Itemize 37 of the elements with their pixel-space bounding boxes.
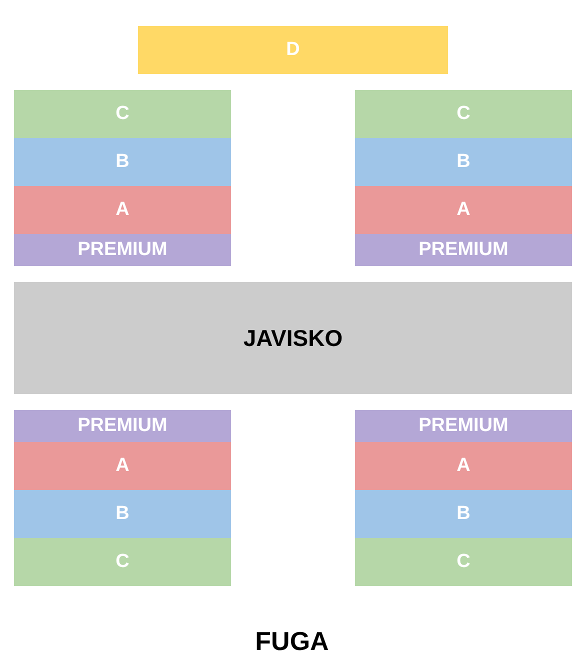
seating-section <box>355 90 572 138</box>
seating-section <box>355 138 572 186</box>
seating-section <box>14 138 231 186</box>
section-label: B <box>116 503 130 525</box>
stage-area <box>14 282 572 394</box>
seating-section <box>355 442 572 490</box>
section-label: PREMIUM <box>78 239 168 261</box>
section-label: B <box>116 151 130 173</box>
seating-section <box>14 490 231 538</box>
section-label: A <box>116 455 130 477</box>
seating-section <box>14 234 231 266</box>
section-label: A <box>456 199 470 221</box>
section-label: B <box>456 503 470 525</box>
section-label: C <box>456 103 470 125</box>
seating-section <box>355 186 572 234</box>
section-label: A <box>456 455 470 477</box>
section-label: C <box>116 103 130 125</box>
section-label: D <box>286 39 300 61</box>
seating-section <box>355 490 572 538</box>
seating-section <box>14 186 231 234</box>
section-label: PREMIUM <box>418 239 508 261</box>
section-label: PREMIUM <box>418 415 508 437</box>
section-label: A <box>116 199 130 221</box>
seating-section <box>14 538 231 586</box>
seating-section <box>138 26 448 74</box>
section-label: C <box>456 551 470 573</box>
seating-section <box>14 410 231 442</box>
seating-section <box>14 442 231 490</box>
seating-section <box>355 538 572 586</box>
seating-section <box>355 234 572 266</box>
seating-section <box>14 90 231 138</box>
section-label: PREMIUM <box>78 415 168 437</box>
area-label: FUGA <box>254 626 330 657</box>
seating-section <box>355 410 572 442</box>
section-label: JAVISKO <box>243 324 343 352</box>
section-label: B <box>456 151 470 173</box>
section-label: C <box>116 551 130 573</box>
